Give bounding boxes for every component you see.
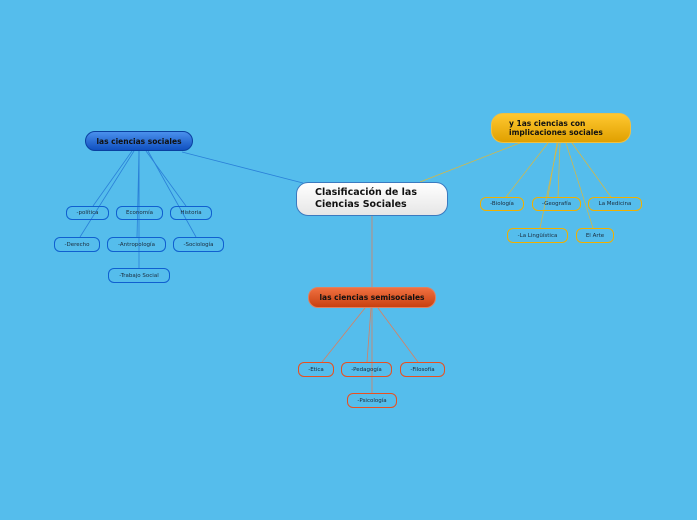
- topic-implicaciones[interactable]: y 1as ciencias con implicaciones sociale…: [491, 113, 631, 143]
- subtopic-medicina[interactable]: La Medicina: [588, 197, 642, 211]
- subtopic-etica[interactable]: -Etica: [298, 362, 334, 377]
- subtopic-arte[interactable]: El Arte: [576, 228, 614, 243]
- subtopic-trabajo-social[interactable]: -Trabajo Social: [108, 268, 170, 283]
- subtopic-geografia[interactable]: -Geografía: [532, 197, 581, 211]
- subtopic-antropologia[interactable]: -Antropología: [107, 237, 166, 252]
- subtopic-derecho[interactable]: -Derecho: [54, 237, 100, 252]
- subtopic-pedagogia[interactable]: -Pedagogía: [341, 362, 392, 377]
- subtopic-economia[interactable]: Economía: [116, 206, 163, 220]
- topic-sociales[interactable]: las ciencias sociales: [85, 131, 193, 151]
- topic-semisociales[interactable]: las ciencias semisociales: [308, 287, 436, 308]
- central-topic[interactable]: Clasificación de las Ciencias Sociales: [296, 182, 448, 216]
- subtopic-politica[interactable]: -política: [66, 206, 109, 220]
- subtopic-historia[interactable]: Historia: [170, 206, 212, 220]
- subtopic-psicologia[interactable]: -Psicología: [347, 393, 397, 408]
- subtopic-filosofia[interactable]: -Filosofía: [400, 362, 445, 377]
- subtopic-biologia[interactable]: -Biología: [480, 197, 524, 211]
- subtopic-sociologia[interactable]: -Sociología: [173, 237, 224, 252]
- subtopic-linguistica[interactable]: -La Lingüística: [507, 228, 568, 243]
